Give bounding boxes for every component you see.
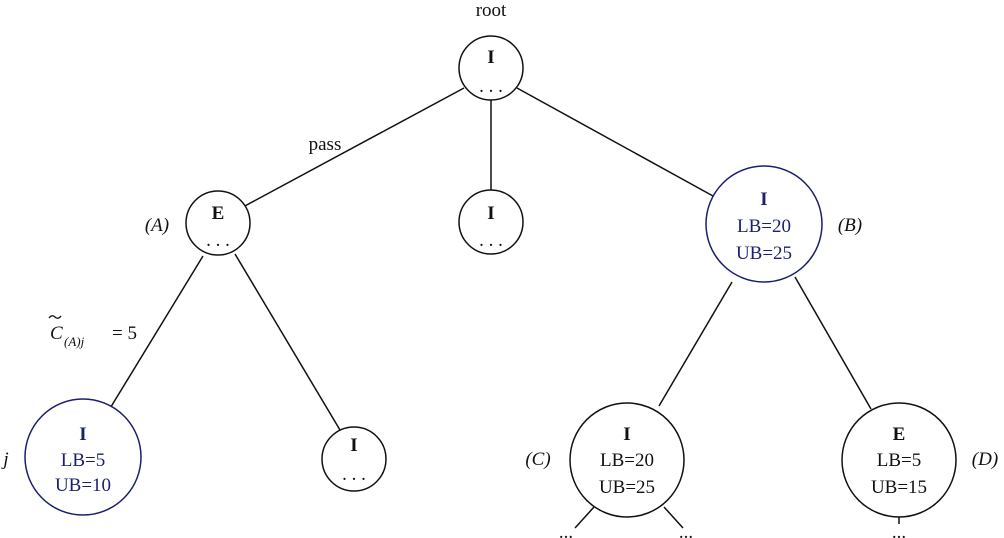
- node-A-right-type: I: [350, 435, 357, 456]
- edge-A-Aright: [234, 253, 341, 431]
- label-A: (A): [145, 215, 169, 236]
- node-root-ellipsis: . . .: [479, 76, 503, 97]
- edge-B-C: [658, 281, 733, 407]
- node-B-ub: UB=25: [736, 243, 792, 264]
- node-middle: I . . .: [458, 189, 524, 255]
- node-C: I LB=20 UB=25: [569, 402, 685, 518]
- node-j-lb: LB=5: [61, 450, 106, 471]
- node-j-ub: UB=10: [55, 475, 111, 496]
- node-A-right: I . . .: [321, 426, 387, 492]
- cost-subscript: (A)j: [64, 334, 85, 349]
- node-C-ub: UB=25: [599, 477, 655, 498]
- node-middle-type: I: [487, 203, 494, 224]
- continuation-C-left: ...: [559, 522, 573, 538]
- node-C-lb: LB=20: [600, 450, 654, 471]
- cost-annotation: C (A)j = 5: [48, 315, 137, 349]
- label-D: (D): [972, 449, 998, 470]
- node-D-ub: UB=15: [871, 477, 927, 498]
- node-B-type: I: [760, 189, 767, 210]
- label-C: (C): [525, 449, 550, 470]
- node-A: E . . .: [185, 190, 251, 256]
- edge-root-A: [242, 87, 465, 208]
- node-D-lb: LB=5: [877, 450, 922, 471]
- edge-root-B: [516, 87, 714, 197]
- node-j: I LB=5 UB=10: [24, 398, 142, 516]
- node-D-type: E: [893, 424, 906, 445]
- edge-A-j: [108, 255, 204, 411]
- label-j: j: [0, 449, 8, 470]
- label-B: (B): [838, 215, 862, 236]
- node-B: I LB=20 UB=25: [705, 165, 823, 283]
- edge-B-D: [794, 276, 872, 410]
- root-label: root: [476, 0, 507, 21]
- edge-C-cont-right: [663, 506, 684, 529]
- node-C-type: I: [623, 424, 630, 445]
- node-root-type: I: [487, 47, 494, 68]
- cost-equals: = 5: [112, 323, 137, 344]
- cost-tilde: [48, 315, 62, 319]
- tree-edges: [108, 87, 900, 529]
- cost-symbol: C: [50, 323, 63, 344]
- edge-C-cont-left: [574, 506, 595, 529]
- node-j-type: I: [79, 424, 86, 445]
- continuation-D: ...: [892, 522, 906, 538]
- pass-label: pass: [309, 134, 342, 155]
- node-root: I . . .: [458, 35, 524, 101]
- node-A-ellipsis: . . .: [206, 230, 230, 251]
- continuation-C-right: ...: [679, 522, 693, 538]
- node-A-type: E: [212, 203, 225, 224]
- node-D: E LB=5 UB=15: [841, 402, 957, 518]
- node-A-right-ellipsis: . . .: [342, 464, 366, 485]
- node-middle-ellipsis: . . .: [479, 230, 503, 251]
- node-B-lb: LB=20: [737, 216, 791, 237]
